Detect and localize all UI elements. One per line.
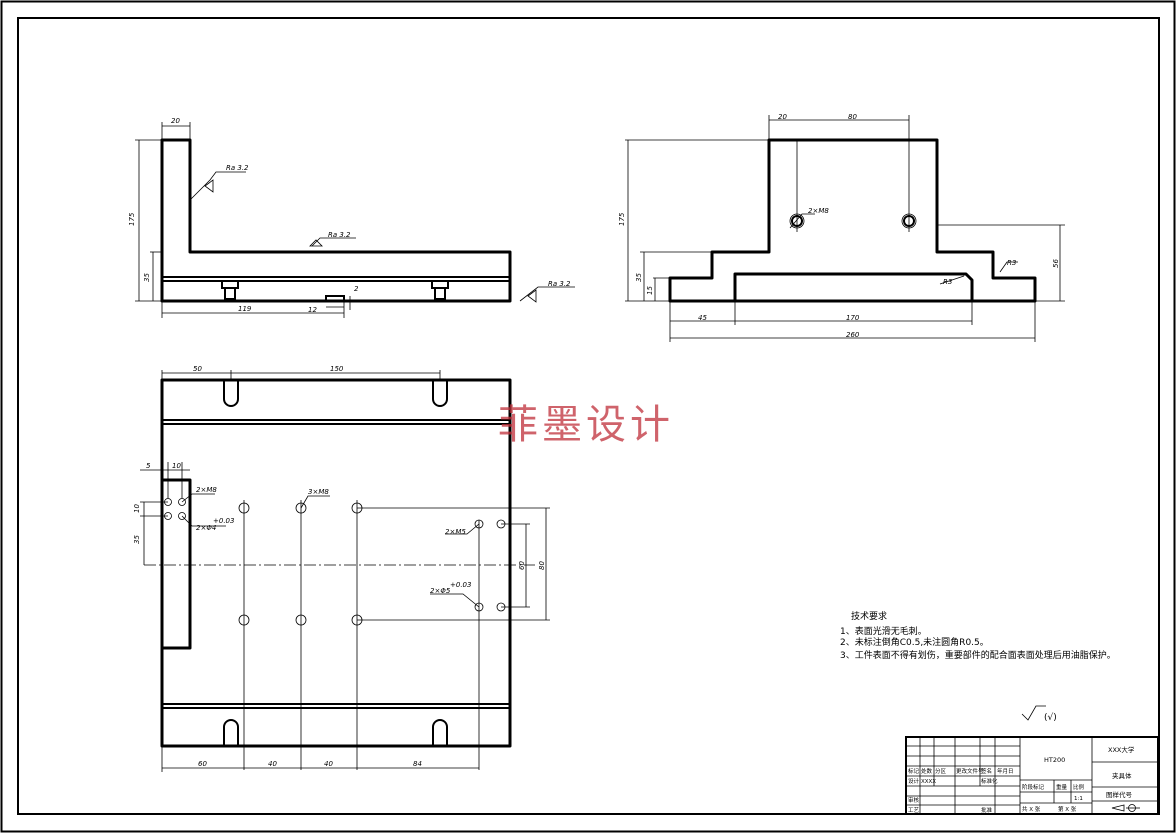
front-dim-175: 175 [618,212,626,226]
tb-review: 审核 [908,796,920,804]
roughness-label-3: Ra 3.2 [548,280,571,288]
side-dim-12: 12 [308,306,317,314]
front-view: 20 80 175 35 15 56 45 170 260 R3 R3 2×M8 [618,113,1065,342]
tb-designer: XXXX [921,779,936,785]
tb-approve: 批准 [981,806,993,814]
front-dim-170: 170 [846,314,860,322]
callout-2xpin5: 2×Φ5 [430,587,451,595]
tb-zone: 分区 [935,767,947,775]
tb-scale-label: 比例 [1073,783,1085,791]
tb-sign: 签名 [981,767,992,775]
front-radius-right: R3 [1007,259,1016,267]
tb-count: 处数 [921,767,933,775]
tech-req-3: 3、工件表面不得有划伤，重要部件的配合面表面处理后用油脂保护。 [840,649,1116,661]
tb-sheet-no: 第 X 张 [1058,805,1077,813]
projection-symbol-icon [1111,804,1140,812]
general-roughness: (√) [1021,705,1057,723]
tech-req-1: 1、表面光滑无毛刺。 [840,625,927,637]
top-dim-60: 60 [198,760,207,768]
tb-mark: 标记 [908,767,920,775]
tb-designer-label: 设计 [908,777,920,785]
title-block: 标记 处数 分区 更改文件号 签名 年月日 设计 XXXX 标准化 审核 工艺 … [905,736,1159,815]
tb-scale: 1:1 [1074,796,1083,802]
inner-frame [17,17,1160,815]
tb-stage: 阶段标记 [1022,783,1045,791]
top-dim-150: 150 [330,365,344,373]
tolerance-1: +0.03 [213,517,234,525]
tech-req-title: 技术要求 [851,610,887,622]
side-dim-119: 119 [238,305,252,313]
front-dim-260: 260 [846,331,860,339]
tb-school: XXX大学 [1108,745,1135,754]
tb-drawing-no: 图样代号 [1106,790,1133,799]
side-dim-35: 35 [143,273,151,282]
tb-process: 工艺 [908,807,920,814]
side-dim-20: 20 [171,117,180,125]
roughness-general: (√) [1044,712,1057,723]
front-dim-20: 20 [778,113,787,121]
watermark: 菲墨设计 [498,402,674,448]
callout-2xm5: 2×M5 [445,528,466,536]
front-radius-left: R3 [943,278,952,286]
tb-sheets-total: 共 X 张 [1022,805,1041,813]
top-dim-40a: 40 [268,760,277,768]
roughness-label-1: Ra 3.2 [226,164,249,172]
tech-requirements: 技术要求 1、表面光滑无毛刺。 2、未标注倒角C0.5,未注圆角R0.5。 3、… [840,610,1116,661]
side-view: 20 175 35 119 2 12 Ra 3.2 Ra 3.2 Ra 3.2 [128,117,575,318]
front-hole-callout: 2×M8 [808,207,829,215]
top-view: 50 150 5 10 10 35 60 80 60 40 40 84 2×M8… [133,365,550,772]
callout-3xm8: 3×M8 [308,488,329,496]
top-dim-40b: 40 [324,760,333,768]
top-dim-80v: 80 [538,561,546,570]
top-dim-5: 5 [146,462,151,470]
tolerance-2: +0.03 [450,581,471,589]
tb-part-name: 夹具体 [1112,771,1132,780]
tech-req-2: 2、未标注倒角C0.5,未注圆角R0.5。 [840,636,989,648]
callout-2xm8: 2×M8 [196,486,217,494]
top-dim-35: 35 [133,535,141,544]
top-dim-10h: 10 [172,462,181,470]
top-dim-60v: 60 [518,561,526,570]
tb-standardize: 标准化 [981,777,998,785]
roughness-label-2: Ra 3.2 [328,231,351,239]
front-dim-45: 45 [698,314,707,322]
side-dim-2: 2 [354,285,359,293]
side-dim-175: 175 [128,212,136,226]
tb-change: 更改文件号 [956,767,984,775]
callout-2xpin4: 2×Φ4 [196,524,216,532]
tb-material: HT200 [1044,756,1065,764]
front-dim-56: 56 [1052,259,1060,268]
front-dim-15: 15 [646,286,654,295]
top-dim-84: 84 [413,760,422,768]
front-dim-35: 35 [635,273,643,282]
front-dim-80: 80 [848,113,857,121]
tb-date: 年月日 [997,767,1014,775]
top-dim-10v: 10 [133,504,141,513]
tb-weight: 重量 [1056,783,1068,791]
top-dim-50: 50 [193,365,202,373]
